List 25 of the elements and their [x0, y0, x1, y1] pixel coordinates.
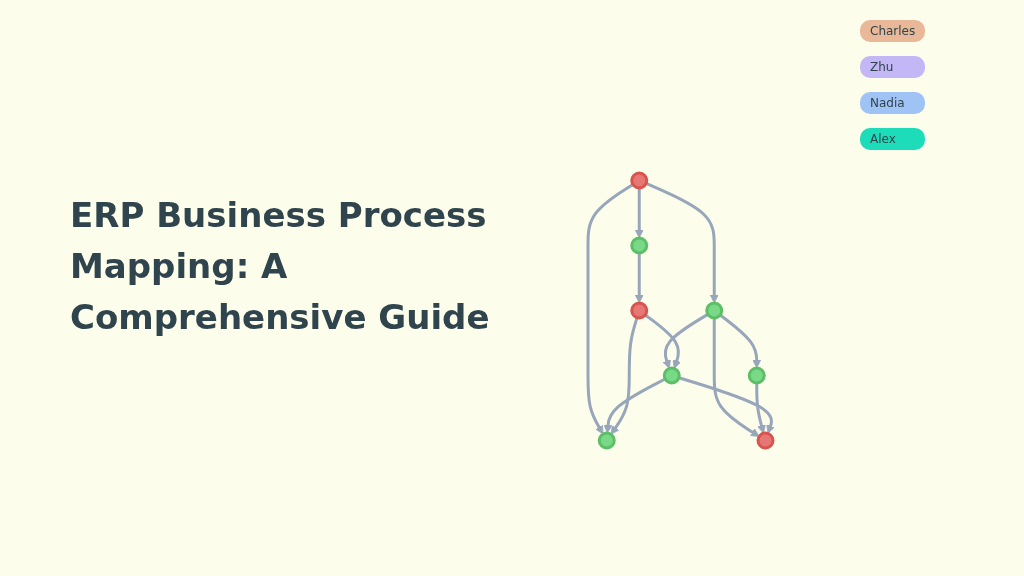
arrow — [643, 313, 681, 369]
arrow — [634, 252, 644, 303]
arrow — [677, 375, 775, 434]
node-circle — [662, 366, 681, 384]
arrow — [634, 187, 644, 238]
arrow — [718, 313, 761, 368]
arrow — [645, 181, 719, 303]
node-circle — [597, 431, 616, 449]
node-circle — [629, 236, 648, 254]
arrow — [712, 317, 760, 437]
arrow — [603, 377, 666, 433]
arrow — [662, 312, 709, 369]
user-name-tag: Alex — [860, 128, 926, 150]
arrow — [754, 382, 766, 434]
node-circle — [629, 301, 648, 319]
user-name-tag: Nadia — [860, 92, 926, 114]
arrow — [586, 182, 634, 434]
user-name-tag: Zhu — [860, 56, 926, 78]
arrow — [610, 316, 638, 435]
node-circle — [756, 431, 774, 449]
node-circle — [747, 366, 766, 384]
user-name-tag: Charles — [860, 20, 926, 42]
node-circle — [704, 301, 723, 319]
node-circle — [629, 171, 648, 189]
title: ERP Business Process Mapping: A Comprehensive Guide — [70, 194, 490, 339]
